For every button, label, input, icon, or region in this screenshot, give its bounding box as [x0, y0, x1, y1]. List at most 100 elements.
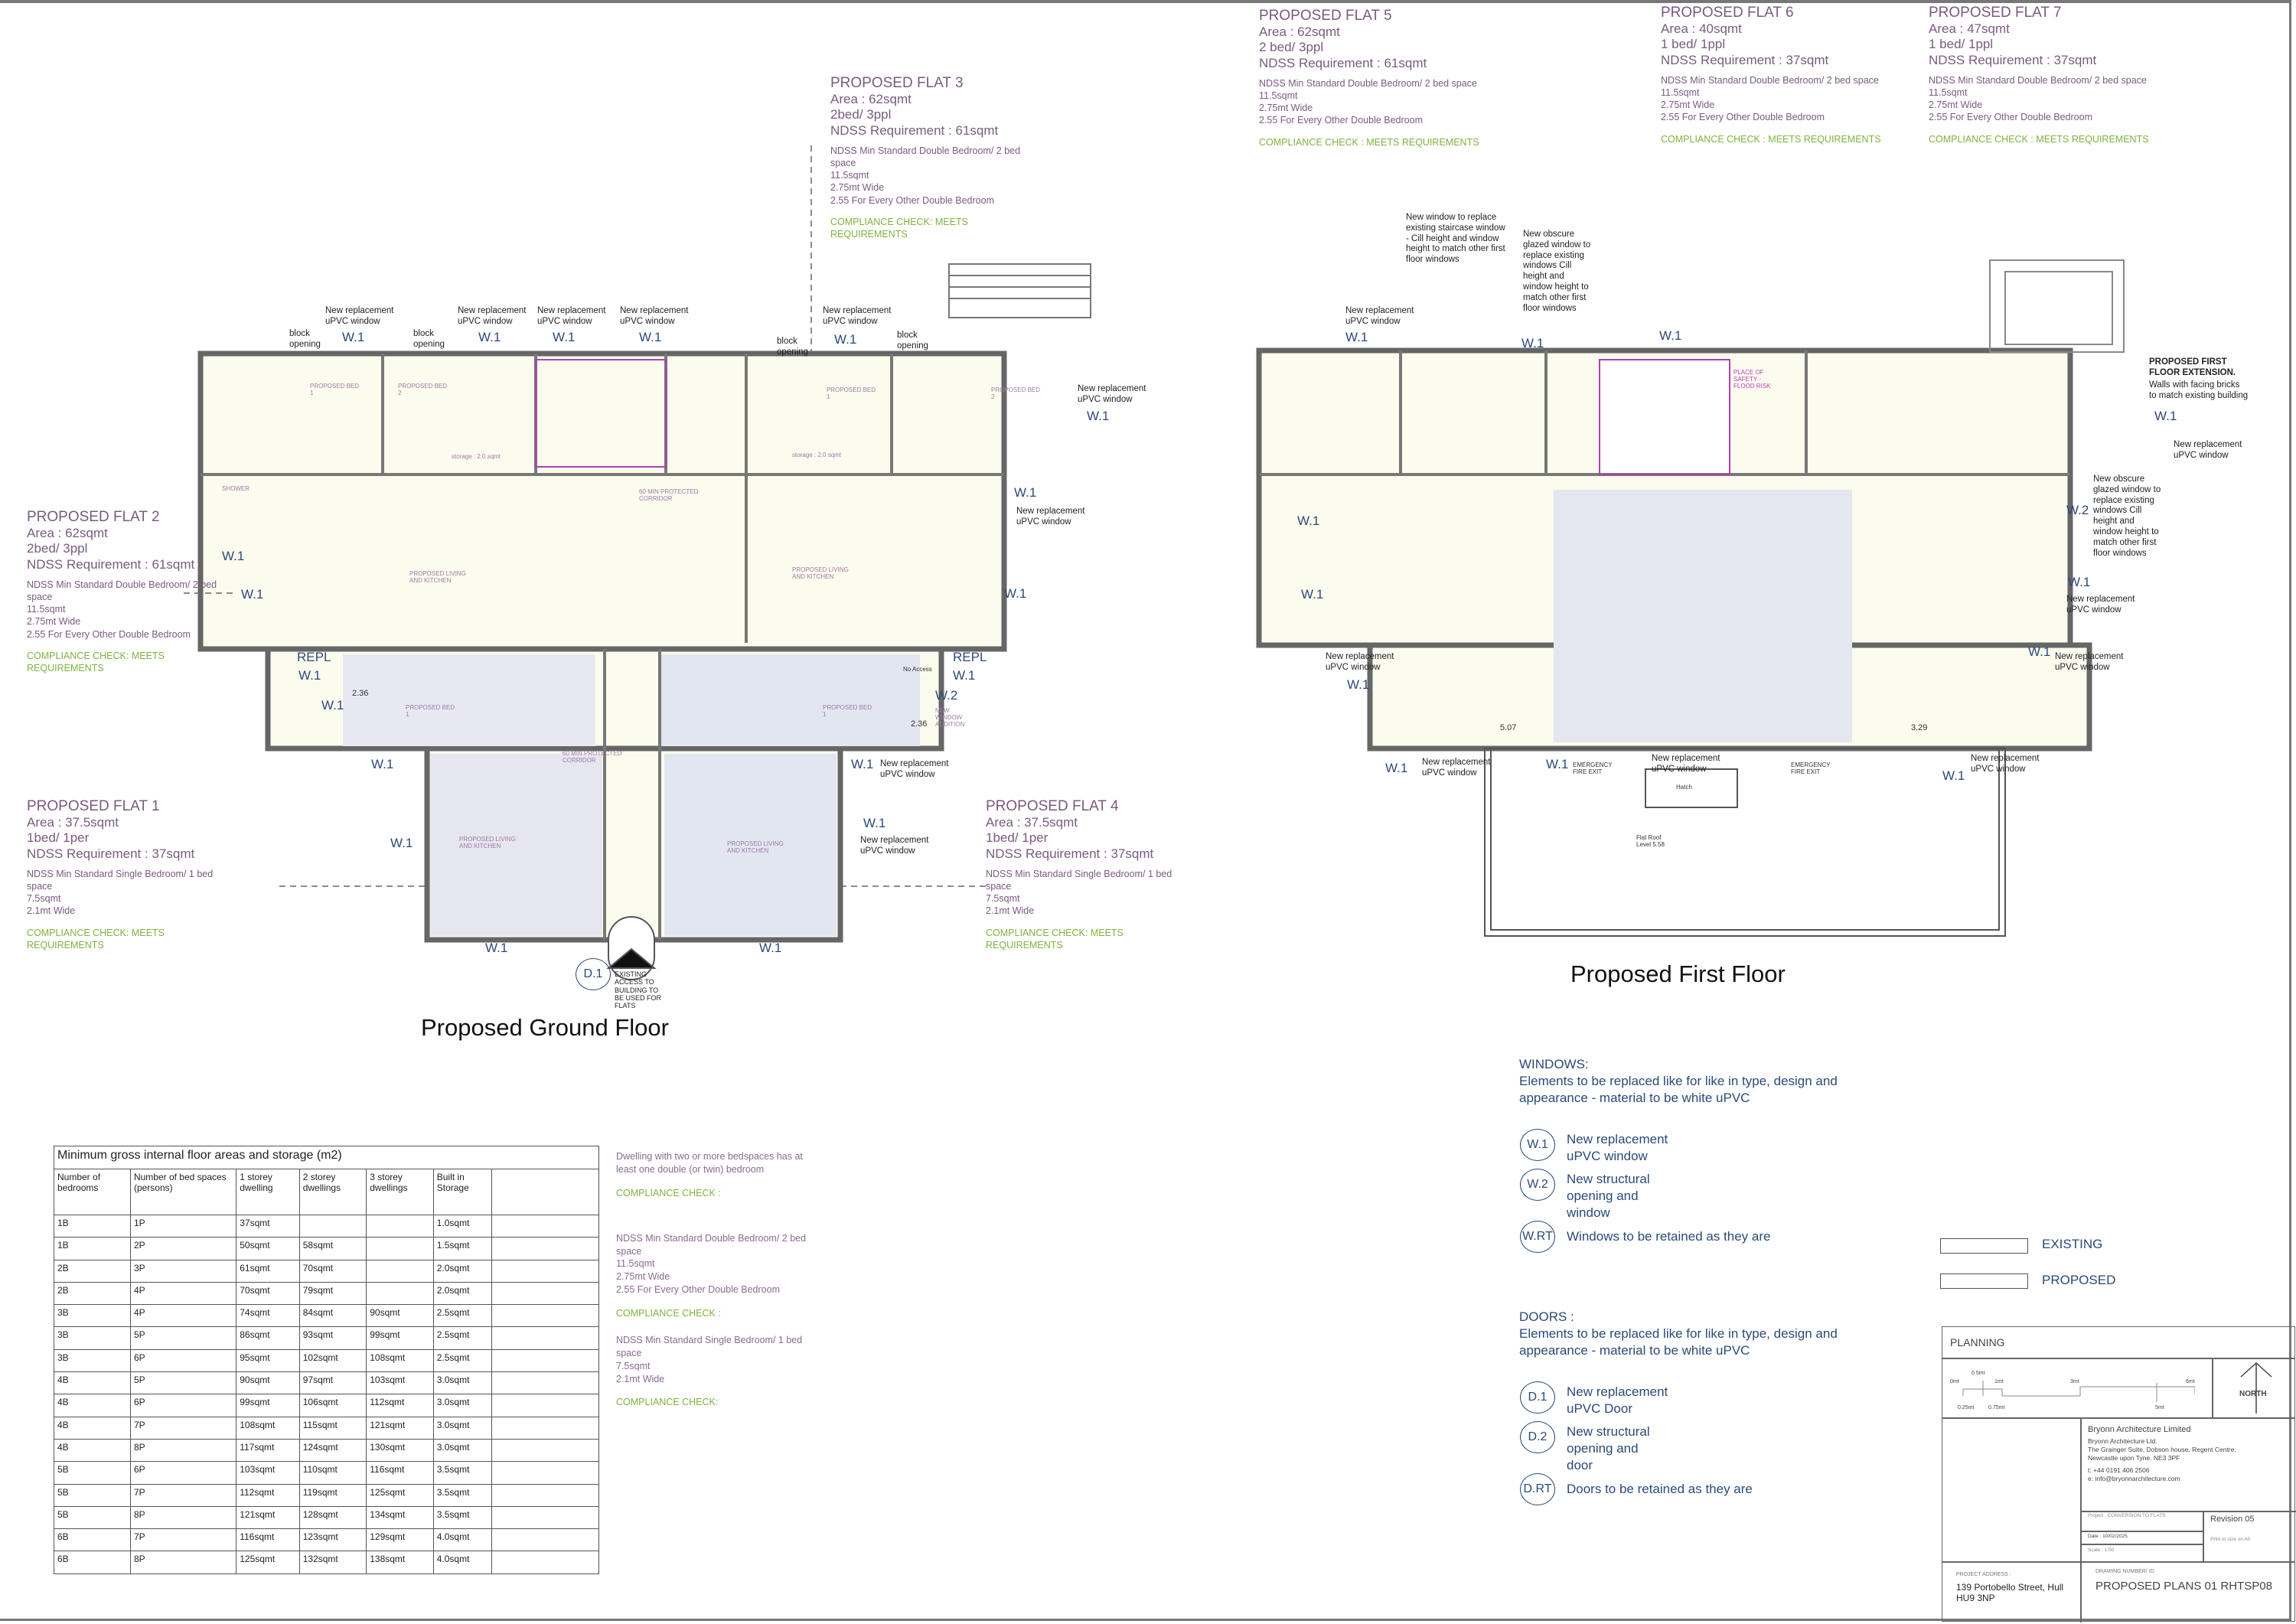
flat-5-standard: NDSS Min Standard Double Bedroom/ 2 bed …	[1259, 77, 1477, 126]
place-of-safety-label: PLACE OF SAFETY - FLOOD RISK	[1733, 369, 1771, 390]
room-label-living: PROPOSED LIVING AND KITCHEN	[409, 570, 466, 585]
window-callout: New replacement uPVC window	[537, 306, 606, 326]
flat-3-requirement: NDSS Requirement : 61sqmt	[830, 122, 999, 138]
table-cell	[491, 1259, 599, 1283]
table-cell: 2.0sqmt	[432, 1259, 493, 1283]
table-cell: 3.0sqmt	[432, 1416, 493, 1440]
ground-floor-internal-walls	[201, 354, 1004, 940]
table-cell: 3.5sqmt	[432, 1483, 493, 1507]
window-tag-w1: W.1	[2068, 575, 2091, 589]
window-callout: New replacement uPVC window	[1078, 384, 1146, 404]
compliance-check: COMPLIANCE CHECK:	[616, 1397, 719, 1408]
table-cell: 134sqmt	[366, 1505, 434, 1530]
flat-7-requirement: NDSS Requirement : 37sqmt	[1929, 52, 2097, 67]
drawing-number: PROPOSED PLANS 01 RHTSP08	[2095, 1580, 2272, 1593]
dimension-label: 5.07	[1500, 723, 1517, 732]
project-address-label: PROJECT ADDRESS :	[1956, 1572, 2011, 1577]
flat-6-notes: PROPOSED FLAT 6 Area : 40sqmt 1 bed/ 1pp…	[1661, 5, 1881, 145]
legend-d1-text: New replacement uPVC Door	[1567, 1384, 1668, 1417]
scale-label: 0.75mt	[1988, 1405, 2005, 1410]
scale-label: 0.25mt	[1958, 1405, 1975, 1410]
dimension-label: 2.36	[352, 689, 369, 698]
doors-description: Elements to be replaced like for like in…	[1519, 1326, 1838, 1358]
obscure-window-note: New obscure glazed window to replace exi…	[2093, 474, 2161, 558]
window-callout: New replacement uPVC window	[1652, 754, 1720, 774]
table-cell: 90sqmt	[366, 1304, 434, 1328]
table-caption: Minimum gross internal floor areas and s…	[54, 1146, 599, 1169]
table-cell: 6P	[129, 1394, 237, 1417]
note-double-standard: NDSS Min Standard Double Bedroom/ 2 bed …	[616, 1232, 807, 1257]
ground-floor-steps	[948, 263, 1091, 318]
window-callout: New replacement uPVC window	[1016, 507, 1085, 527]
company-email[interactable]: e: info@bryonnarchitecture.com	[2088, 1475, 2180, 1483]
table-cell: 119sqmt	[298, 1483, 367, 1507]
note-value: 2.55 For Every Other Double Bedroom	[616, 1284, 780, 1296]
flat-5-requirement: NDSS Requirement : 61sqmt	[1259, 55, 1427, 70]
table-cell	[491, 1214, 599, 1238]
legend-d2-symbol: D.2	[1520, 1421, 1555, 1453]
table-cell: 2P	[129, 1237, 237, 1260]
table-cell: 8P	[129, 1505, 237, 1530]
window-callout: New replacement uPVC window	[2066, 595, 2135, 615]
table-cell: 6P	[129, 1348, 237, 1373]
table-cell: 132sqmt	[298, 1551, 367, 1574]
window-callout: New replacement uPVC window	[1971, 754, 2040, 774]
table-cell: 6B	[54, 1551, 131, 1574]
company-phone: t: +44 0191 406 2506	[2088, 1466, 2150, 1475]
legend-w1-symbol: W.1	[1520, 1129, 1555, 1161]
block-opening-label: block opening	[413, 329, 445, 349]
window-tag-w1: W.1	[759, 941, 782, 955]
flat-3-beds: 2bed/ 3ppl	[830, 107, 892, 122]
existing-swatch	[1940, 1238, 2028, 1254]
legend-w2-symbol: W.2	[1520, 1169, 1555, 1201]
window-tag-w1: W.1	[834, 332, 857, 347]
table-cell: 4B	[54, 1371, 131, 1395]
flat-7-compliance: COMPLIANCE CHECK : MEETS REQUIREMENTS	[1929, 133, 2149, 145]
window-tag-w1: W.1	[2154, 409, 2177, 423]
table-cell: 116sqmt	[236, 1528, 300, 1552]
room-label-living: PROPOSED LIVING AND KITCHEN	[792, 566, 849, 581]
table-cell: 99sqmt	[236, 1394, 300, 1417]
fire-exit-label: EMERGENCY FIRE EXIT	[1573, 761, 1613, 776]
table-cell: 90sqmt	[236, 1371, 300, 1395]
flat-4-standard: NDSS Min Standard Single Bedroom/ 1 bed …	[986, 868, 1172, 917]
table-header-empty	[491, 1169, 599, 1215]
table-cell: 3.5sqmt	[432, 1461, 493, 1485]
window-tag-w1: W.1	[390, 836, 413, 850]
compliance-check: COMPLIANCE CHECK :	[616, 1308, 721, 1319]
table-cell: 3P	[129, 1259, 237, 1283]
proposed-label: PROPOSED	[2042, 1273, 2116, 1287]
proposed-swatch	[1940, 1273, 2028, 1289]
table-cell: 117sqmt	[236, 1438, 300, 1463]
dimension-label: 3.29	[1911, 723, 1928, 732]
legend-w2-text: New structural opening and window	[1567, 1172, 1650, 1221]
flat-6-requirement: NDSS Requirement : 37sqmt	[1661, 52, 1829, 67]
window-tag-w1: W.1	[1014, 485, 1037, 500]
flat-1-area: Area : 37.5sqmt	[27, 815, 119, 830]
window-tag-w1: W.1	[222, 549, 245, 563]
note-value: 7.5sqmt	[616, 1360, 651, 1371]
scale-label: 0mt	[1950, 1379, 1959, 1384]
legend-wrt-symbol: W.RT	[1520, 1221, 1555, 1253]
block-opening-label: block opening	[897, 331, 928, 351]
block-opening-label: block opening	[777, 337, 808, 357]
scale-label: 6mt	[2186, 1379, 2195, 1384]
table-cell: 3.0sqmt	[432, 1371, 493, 1395]
block-opening-label: block opening	[289, 329, 321, 349]
extension-title: PROPOSED FIRST FLOOR EXTENSION.	[2149, 357, 2236, 377]
table-cell: 61sqmt	[236, 1259, 300, 1283]
first-floor-flat-shading	[1554, 360, 1852, 742]
table-cell	[491, 1528, 599, 1552]
table-cell: 86sqmt	[236, 1326, 300, 1350]
compliance-notes: Dwelling with two or more bedspaces has …	[616, 1150, 819, 1409]
table-cell: 3B	[54, 1348, 131, 1373]
table-cell	[491, 1326, 599, 1350]
flat-1-beds: 1bed/ 1per	[27, 830, 90, 846]
room-label-living: PROPOSED LIVING AND KITCHEN	[459, 836, 516, 850]
